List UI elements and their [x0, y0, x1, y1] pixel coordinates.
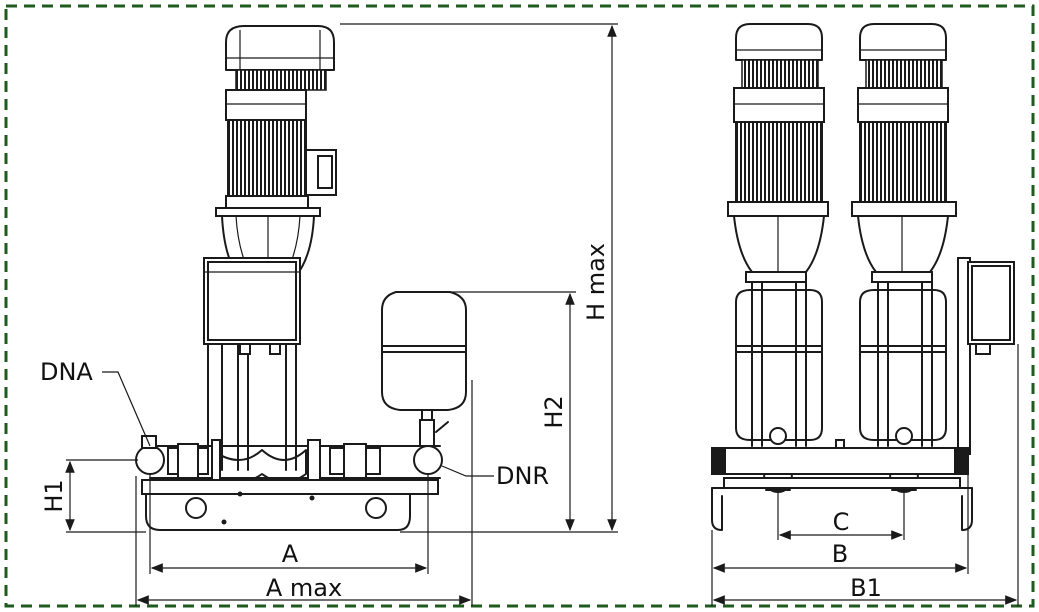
label-h1: H1	[40, 479, 68, 512]
label-c: C	[833, 508, 850, 536]
front-control-box	[957, 257, 1015, 455]
label-h-max: H max	[582, 243, 610, 321]
label-h2: H2	[540, 395, 568, 428]
label-b: B	[832, 540, 848, 568]
label-b1: B1	[850, 574, 882, 602]
control-box	[203, 257, 301, 345]
label-a-max: A max	[266, 574, 342, 602]
dashed-frame	[4, 4, 1035, 608]
base-frame	[141, 479, 439, 531]
side-dimensions	[65, 23, 618, 606]
label-a: A	[282, 540, 299, 568]
pump-columns	[207, 343, 297, 471]
front-manifold	[711, 439, 969, 475]
front-dimensions	[711, 344, 1019, 606]
dna-port	[135, 445, 165, 475]
motor-unit-2	[851, 23, 957, 493]
motor-body	[225, 89, 337, 209]
front-view: C B B1	[711, 23, 1019, 606]
label-dna: DNA	[40, 358, 93, 386]
manifold	[149, 439, 441, 483]
expansion-tank	[381, 291, 467, 421]
motor-cap	[225, 25, 335, 91]
motor-unit-1	[727, 23, 829, 493]
side-view: DNA DNR H1 H2 H max A A max	[40, 23, 618, 606]
dnr-port	[413, 445, 443, 475]
front-base	[711, 477, 973, 531]
label-dnr: DNR	[496, 462, 549, 490]
